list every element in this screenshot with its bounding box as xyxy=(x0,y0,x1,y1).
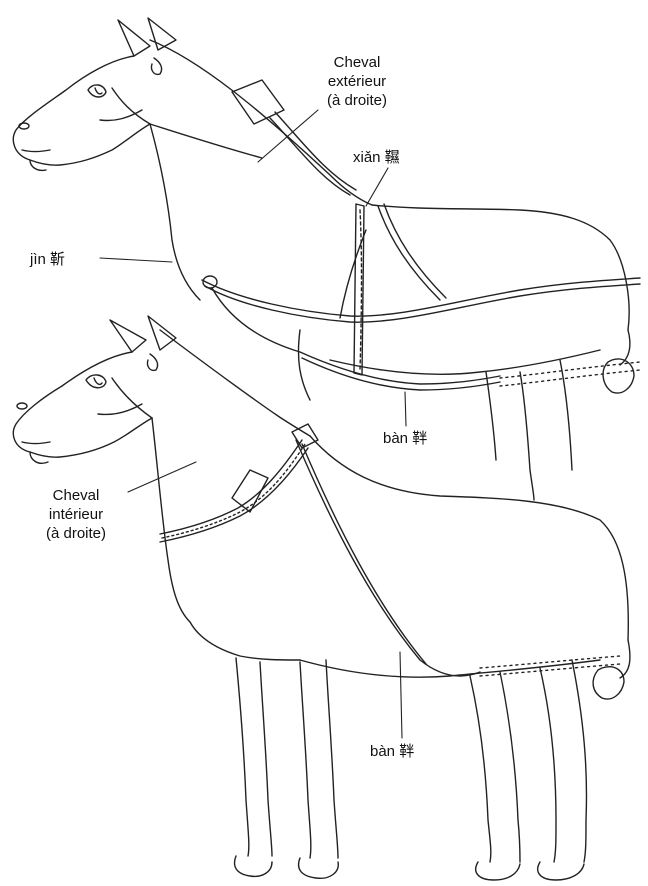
inner-horse-drawing xyxy=(13,316,630,880)
outer-horse-label-line2: extérieur xyxy=(305,72,409,91)
inner-horse-label-line3: (à droite) xyxy=(20,524,132,543)
ban-upper-label: bàn 靽 xyxy=(383,429,427,448)
inner-horse-label: Cheval intérieur (à droite) xyxy=(20,486,132,543)
ban-lower-label: bàn 靽 xyxy=(370,742,414,761)
outer-horse-label-line1: Cheval xyxy=(305,53,409,72)
outer-horse-label-line3: (à droite) xyxy=(305,91,409,110)
xian-label: xiǎn 韅 xyxy=(353,148,400,167)
leader-lines xyxy=(100,110,406,738)
inner-horse-label-line2: intérieur xyxy=(20,505,132,524)
inner-horse-label-line1: Cheval xyxy=(20,486,132,505)
jin-label: jìn 靳 xyxy=(30,250,65,269)
outer-horse-label: Cheval extérieur (à droite) xyxy=(305,53,409,110)
